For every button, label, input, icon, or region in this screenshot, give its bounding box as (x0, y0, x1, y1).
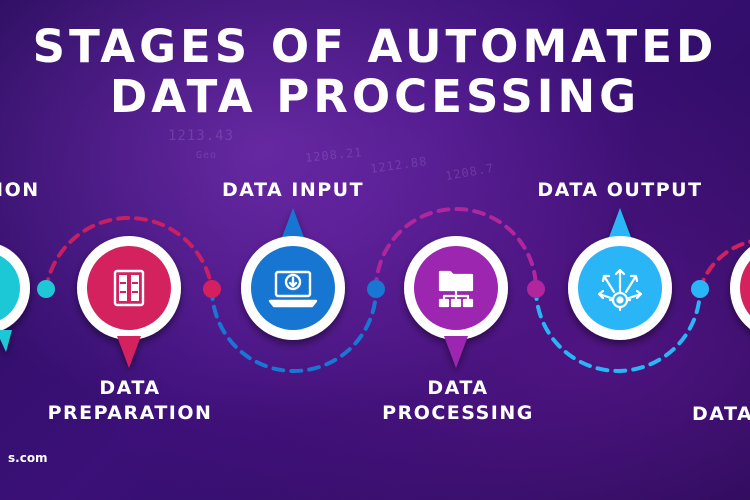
connector-dot (203, 280, 221, 298)
page-title-line-1: STAGES OF AUTOMATED (32, 20, 718, 73)
connector-arc (534, 287, 702, 373)
stage-5-label: DATA OUTPUT (537, 179, 703, 201)
connector-arc (698, 239, 750, 291)
connector-dot (527, 280, 545, 298)
stage-6-marker (730, 247, 750, 329)
stage-2-label-text: DATA PREPARATION (47, 377, 213, 424)
stage-2-marker (77, 236, 181, 368)
stage-4-label: DATA PROCESSING (368, 376, 548, 426)
gear-arrows-icon (597, 268, 643, 312)
stage-2-label: DATA PREPARATION (40, 376, 220, 426)
stage-6-label: DATA (692, 403, 750, 425)
connector-arc (374, 207, 538, 291)
background-number: Geo (196, 150, 218, 161)
connector-arc (210, 287, 378, 373)
footer-website: s.com (8, 451, 48, 465)
connector-arc (44, 215, 214, 291)
stage-1-label: ION (0, 179, 40, 201)
stage-4-label-text: DATA PROCESSING (382, 377, 534, 424)
background-number: 1213.43 (168, 128, 235, 144)
laptop-download-icon (268, 270, 318, 308)
stage-1-marker (0, 244, 30, 352)
stage-3-label: DATA INPUT (221, 179, 365, 201)
connector-dot (37, 280, 55, 298)
connector-dot (367, 280, 385, 298)
folder-network-icon (438, 270, 474, 308)
page-title-line-2: DATA PROCESSING (109, 70, 641, 123)
connector-arcs (44, 207, 750, 373)
file-cabinet-icon (113, 269, 145, 307)
connector-dot (691, 280, 709, 298)
